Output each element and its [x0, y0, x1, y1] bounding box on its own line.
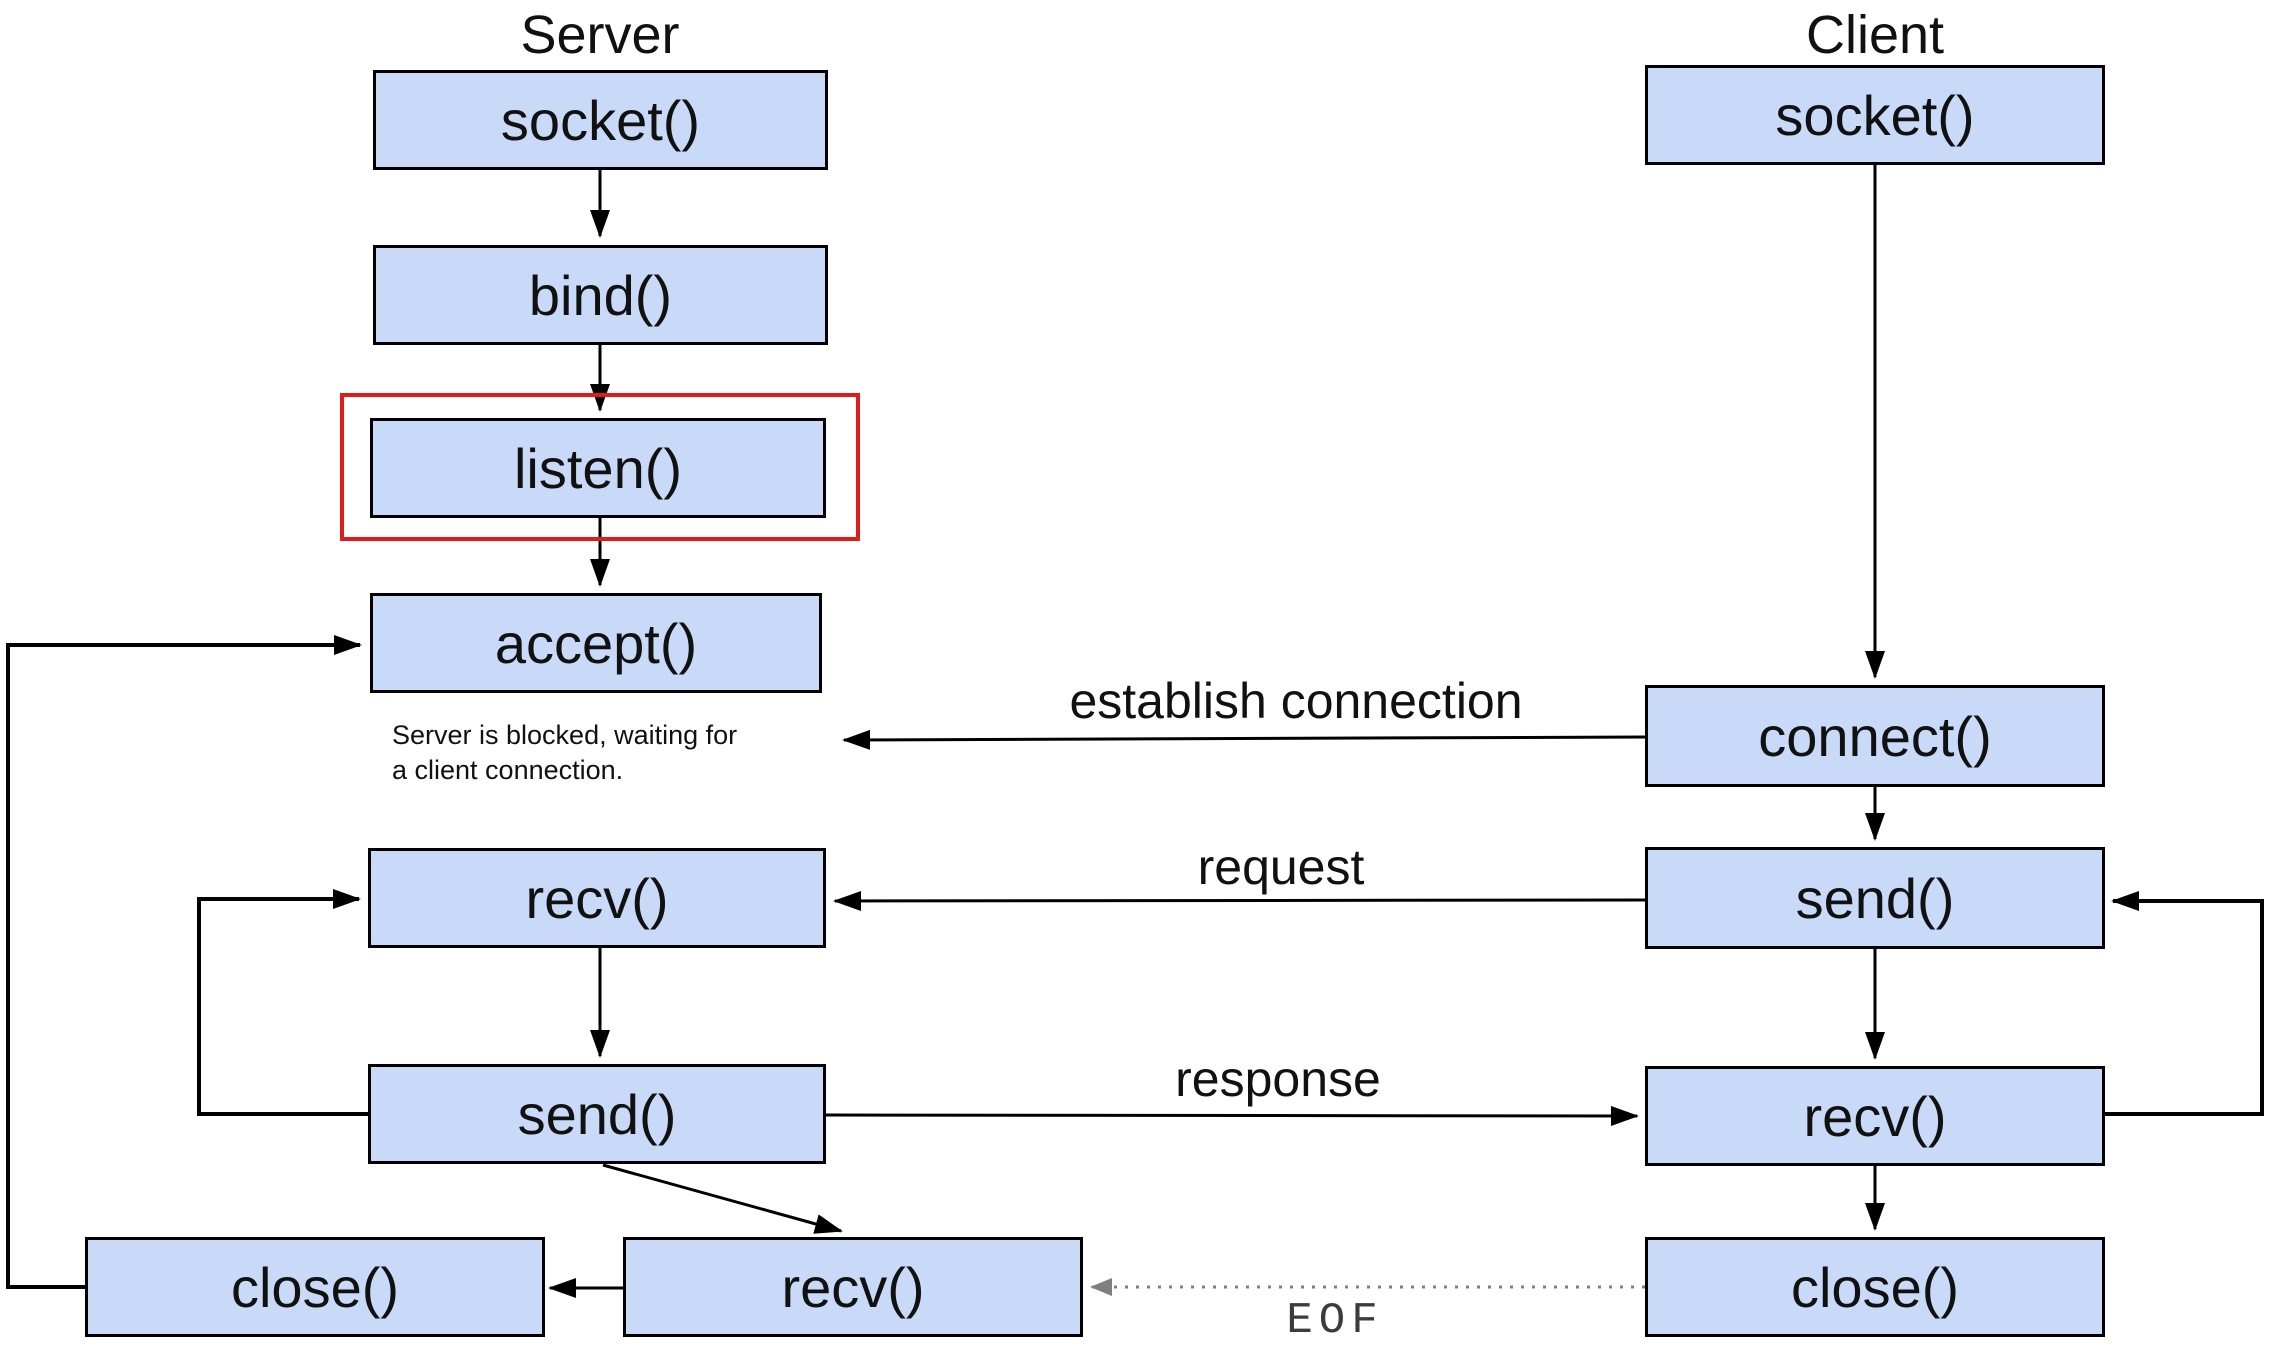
client-column-title: Client — [1805, 5, 1945, 65]
response-label: response — [1175, 1051, 1381, 1107]
server-send-label: send() — [517, 1082, 677, 1146]
client-close-box: close() — [1645, 1237, 2105, 1337]
server-recv-box: recv() — [368, 848, 826, 948]
server-socket-box: socket() — [373, 70, 828, 170]
arrow-request — [833, 890, 1646, 911]
server-listen-box: listen() — [370, 418, 826, 518]
arrow-server-send-to-recv2 — [602, 1163, 843, 1234]
eof-label: EOF — [1286, 1296, 1384, 1346]
client-close-label: close() — [1790, 1255, 1960, 1319]
server-column-title: Server — [520, 5, 680, 65]
server-bind-label: bind() — [528, 263, 673, 327]
server-socket-label: socket() — [500, 88, 701, 152]
server-recv2-label: recv() — [781, 1255, 925, 1319]
client-connect-label: connect() — [1758, 704, 1992, 768]
server-recv2-box: recv() — [623, 1237, 1083, 1337]
listen-highlight-rect — [340, 393, 860, 541]
client-send-label: send() — [1795, 866, 1955, 930]
arrow-response — [825, 1105, 1639, 1126]
establish-connection-label: establish connection — [1069, 673, 1523, 729]
server-blocked-note-line2: a client connection. — [392, 755, 624, 785]
server-blocked-note-line1: Server is blocked, waiting for — [392, 720, 738, 750]
client-recv-label: recv() — [1803, 1084, 1947, 1148]
arrow-establish-connection — [842, 729, 1646, 750]
client-socket-label: socket() — [1775, 83, 1975, 147]
request-label: request — [1197, 839, 1365, 895]
server-close-label: close() — [230, 1255, 400, 1319]
loop-send-to-recv-server — [197, 889, 368, 1116]
server-recv-label: recv() — [525, 866, 669, 930]
client-socket-box: socket() — [1645, 65, 2105, 165]
client-recv-box: recv() — [1645, 1066, 2105, 1166]
server-listen-label: listen() — [513, 436, 683, 500]
server-bind-box: bind() — [373, 245, 828, 345]
server-send-box: send() — [368, 1064, 826, 1164]
loop-recv-to-send-client — [2105, 891, 2264, 1116]
server-accept-box: accept() — [370, 593, 822, 693]
loop-close-to-accept — [6, 635, 362, 1289]
server-blocked-note: Server is blocked, waiting for a client … — [392, 718, 737, 788]
server-close-box: close() — [85, 1237, 545, 1337]
client-connect-box: connect() — [1645, 685, 2105, 787]
server-accept-label: accept() — [494, 611, 698, 675]
client-send-box: send() — [1645, 847, 2105, 949]
